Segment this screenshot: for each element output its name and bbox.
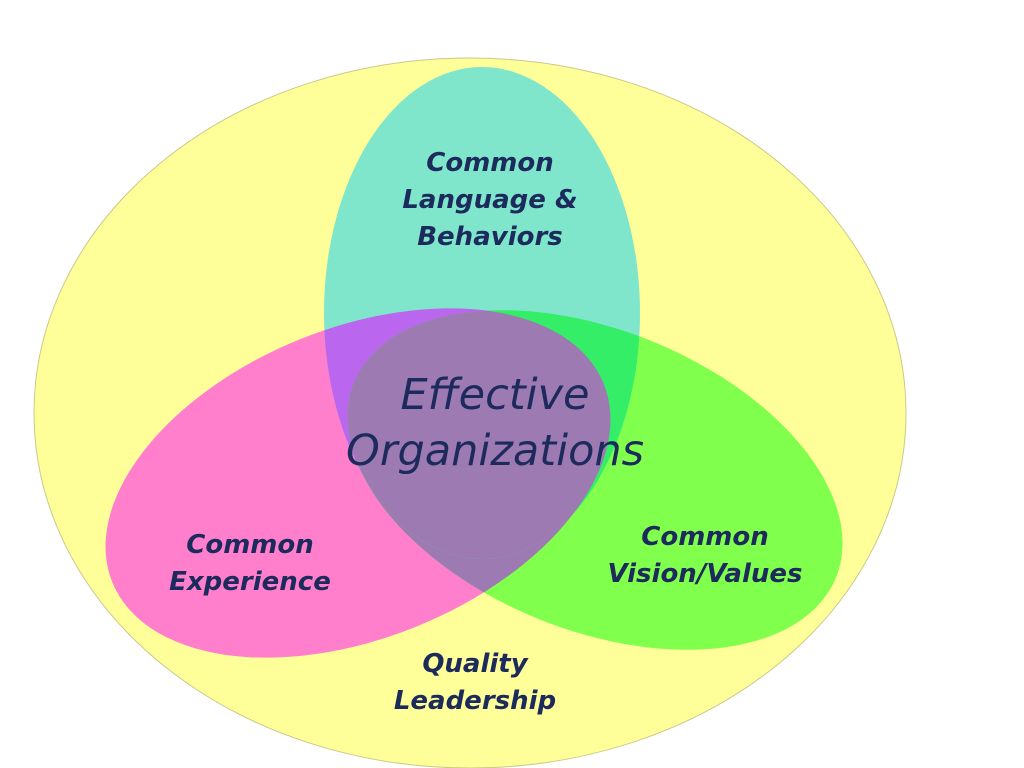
label-effective-organizations: Effective Organizations (345, 370, 645, 476)
label-quality-leadership: Quality Leadership (393, 649, 557, 716)
label-common-experience: Common Experience (169, 530, 331, 597)
label-common-language-behaviors: Common Language & Behaviors (402, 148, 578, 252)
label-common-vision-values: Common Vision/Values (607, 522, 803, 589)
